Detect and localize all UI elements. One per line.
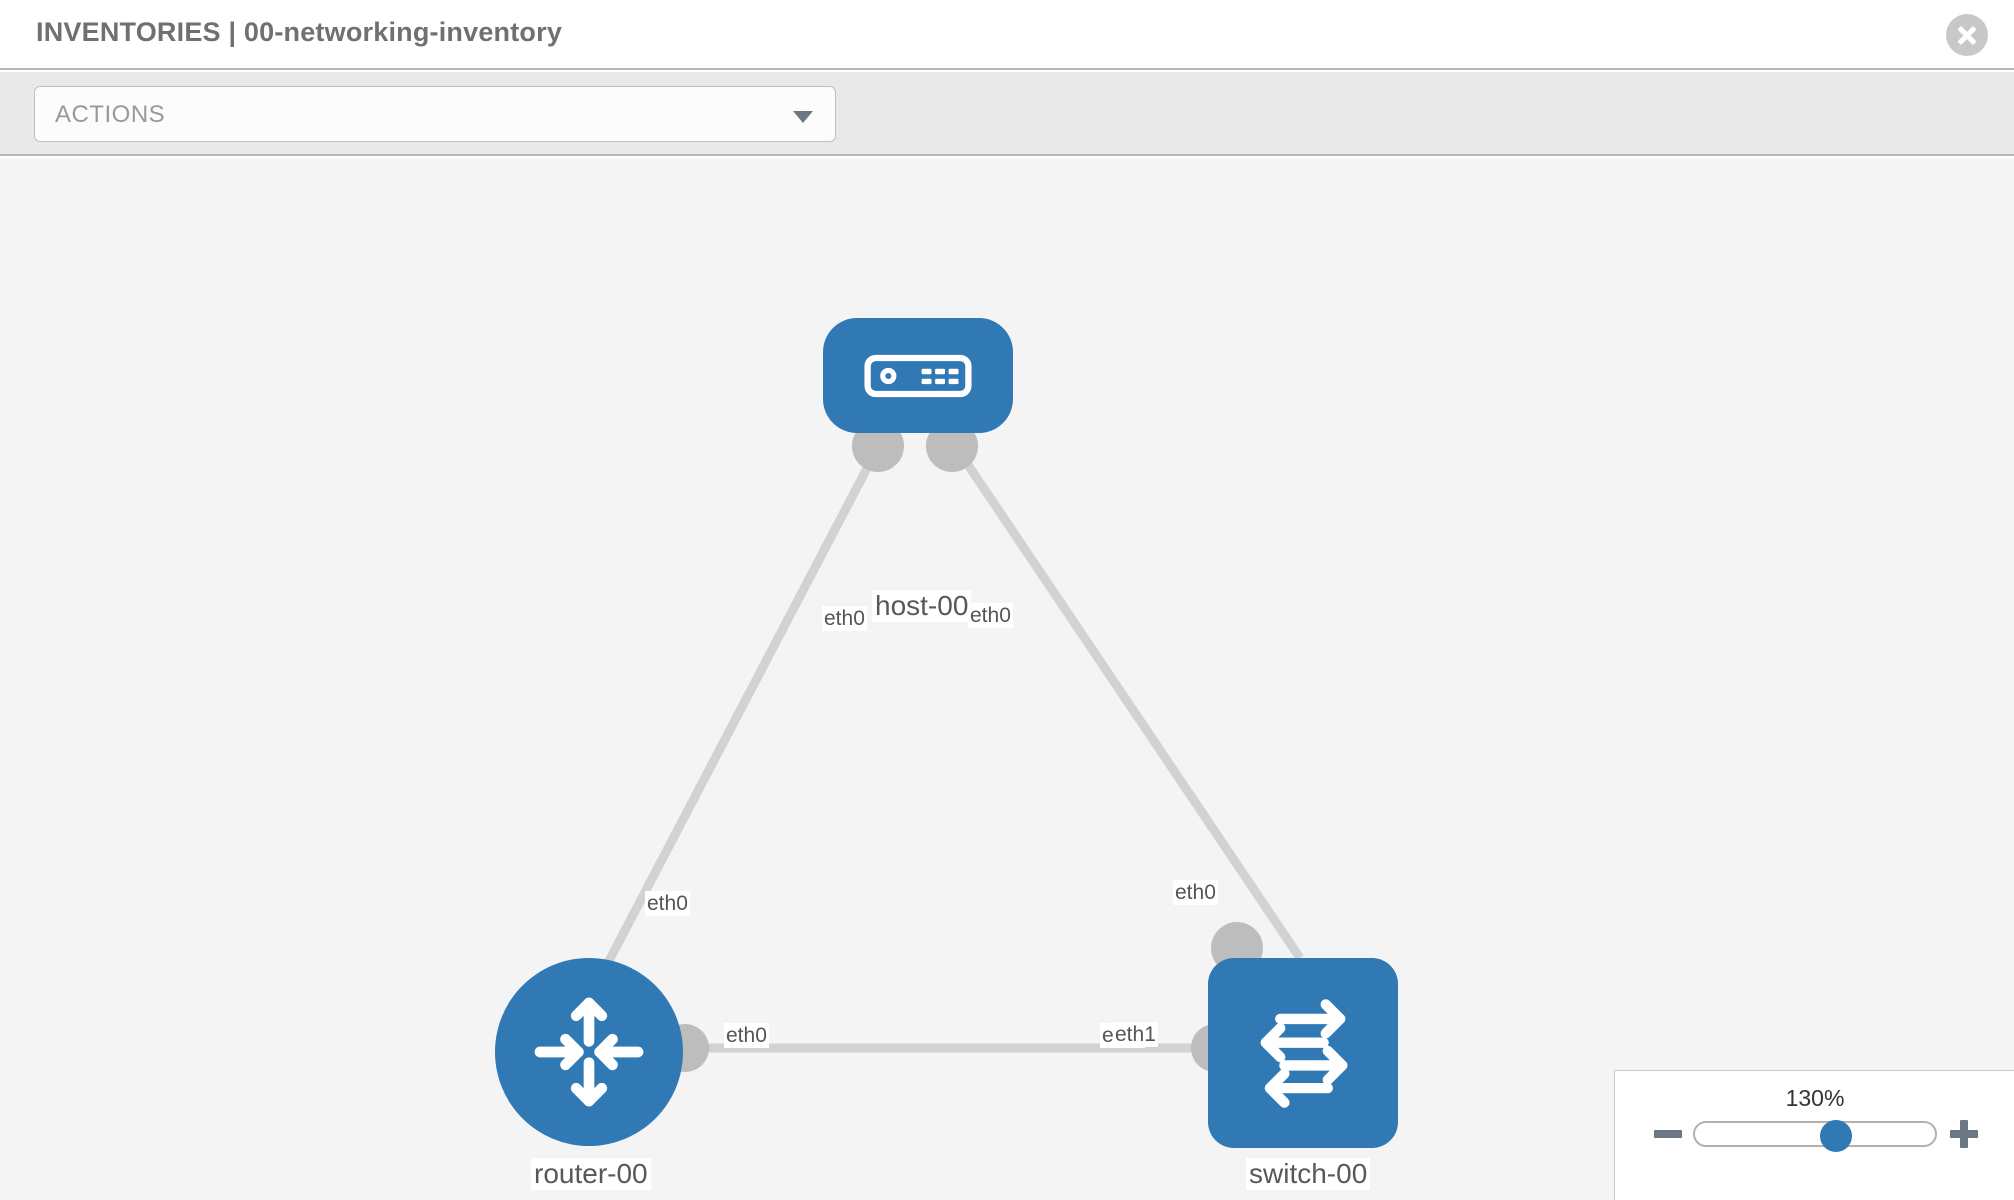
router-arrows-icon bbox=[534, 997, 644, 1107]
nub-host-left bbox=[852, 420, 904, 472]
node-router-00[interactable] bbox=[495, 958, 683, 1146]
chevron-down-icon bbox=[793, 111, 813, 123]
node-label-router-00: router-00 bbox=[531, 1158, 651, 1191]
page-header: INVENTORIES | 00-networking-inventory bbox=[0, 0, 2014, 70]
close-icon[interactable] bbox=[1946, 14, 1988, 56]
minus-icon bbox=[1654, 1130, 1682, 1138]
server-device-icon bbox=[864, 354, 972, 397]
edge-label-router-uplink: eth0 bbox=[645, 891, 690, 917]
zoom-out-button[interactable] bbox=[1651, 1117, 1685, 1151]
edge-label-host-right: eth0 bbox=[968, 603, 1013, 629]
edge-label-router-sidelink: eth0 bbox=[724, 1023, 769, 1049]
link-host-switch bbox=[956, 450, 1304, 961]
zoom-in-button[interactable] bbox=[1947, 1117, 1981, 1151]
edge-label-host-left: eth0 bbox=[822, 606, 867, 632]
node-switch-00[interactable] bbox=[1208, 958, 1398, 1148]
toolbar: ACTIONS SEARCH bbox=[0, 72, 2014, 214]
topology-links bbox=[596, 420, 1304, 1072]
actions-dropdown[interactable]: ACTIONS bbox=[34, 86, 836, 142]
nub-host-right bbox=[926, 420, 978, 472]
node-label-switch-00: switch-00 bbox=[1246, 1158, 1371, 1191]
edge-label-switch-uplink: eth0 bbox=[1173, 880, 1218, 906]
switch-arrows-icon bbox=[1260, 999, 1348, 1108]
connector-nubs bbox=[661, 420, 1263, 1072]
topology-canvas[interactable]: host-00 router-00 switch-00 eth0 eth0 et… bbox=[0, 158, 2014, 1200]
zoom-level-value: 130% bbox=[1785, 1085, 1845, 1111]
link-host-router bbox=[596, 450, 879, 981]
edge-label-switch-sidelink-front: eth1 bbox=[1113, 1022, 1158, 1048]
plus-icon-vertical bbox=[1960, 1120, 1968, 1148]
zoom-slider-thumb[interactable] bbox=[1820, 1120, 1853, 1152]
node-host-00[interactable] bbox=[823, 318, 1013, 433]
page-title: INVENTORIES | 00-networking-inventory bbox=[36, 17, 563, 47]
actions-dropdown-label: ACTIONS bbox=[55, 101, 166, 128]
node-label-host-00: host-00 bbox=[872, 590, 972, 623]
zoom-control-panel: 130% bbox=[1614, 1070, 2014, 1200]
zoom-slider-track[interactable] bbox=[1693, 1121, 1937, 1147]
